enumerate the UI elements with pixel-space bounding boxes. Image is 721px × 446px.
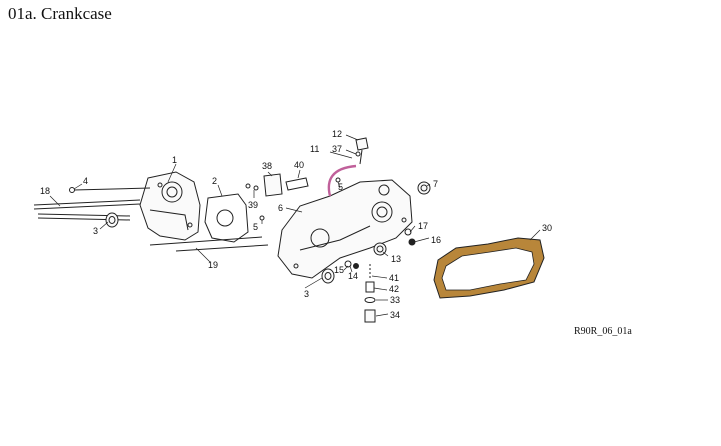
callout-30: 30 <box>542 223 552 233</box>
callout-7: 7 <box>433 179 438 189</box>
callout-41: 41 <box>389 273 399 283</box>
callout-14: 14 <box>348 271 358 281</box>
callout-11: 11 <box>310 144 319 154</box>
callout-4: 4 <box>83 176 88 186</box>
drain-stack <box>364 264 376 323</box>
diagram-title: 01a. Crankcase <box>8 4 112 23</box>
left-crankcase-half <box>139 171 201 241</box>
breather-hose-11 <box>327 164 357 197</box>
callout-38: 38 <box>262 161 272 171</box>
callout-5-top: 5 <box>338 182 343 192</box>
callout-39: 39 <box>248 200 258 210</box>
callout-2: 2 <box>212 176 217 186</box>
callout-16: 16 <box>431 235 441 245</box>
breather-cap-12 <box>355 137 369 165</box>
studs-19 <box>149 236 269 252</box>
callout-40: 40 <box>294 160 304 170</box>
callout-17: 17 <box>418 221 428 231</box>
callout-18: 18 <box>40 186 50 196</box>
bolts-16-17 <box>404 228 416 246</box>
callout-37-label: 37 <box>332 144 342 154</box>
callout-15: 15 <box>334 265 344 275</box>
callout-33: 33 <box>390 295 400 305</box>
bracket-38 <box>263 173 309 197</box>
bearing-3-left <box>105 212 119 228</box>
diagram-reference: R90R_06_01a <box>574 326 632 337</box>
callout-42: 42 <box>389 284 399 294</box>
parts-14-15 <box>344 260 359 269</box>
leader-lines <box>49 134 541 317</box>
bolt-4 <box>69 187 151 193</box>
callout-labels: 1 2 3 3 4 5 5 6 7 11 12 13 14 15 16 17 1… <box>40 129 552 320</box>
callout-13: 13 <box>391 254 401 264</box>
seal-7 <box>417 181 431 195</box>
gasket-2 <box>204 193 249 243</box>
callout-5-mid: 5 <box>253 222 258 232</box>
callout-6: 6 <box>278 203 283 213</box>
cover-gasket-30 <box>433 237 545 299</box>
callout-1: 1 <box>172 155 177 165</box>
callout-19: 19 <box>208 260 218 270</box>
studs-18 <box>33 199 141 221</box>
callout-3-left: 3 <box>93 226 98 236</box>
callout-3-right: 3 <box>304 289 309 299</box>
callout-12: 12 <box>332 129 342 139</box>
right-crankcase-half <box>277 179 413 279</box>
callout-34: 34 <box>390 310 400 320</box>
bearing-3-right <box>321 268 335 284</box>
